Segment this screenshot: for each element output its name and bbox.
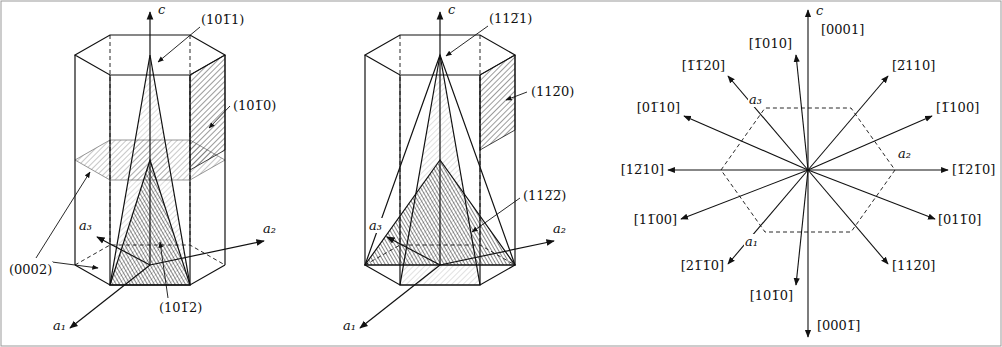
direction-index: [1̅21̅0] bbox=[951, 162, 996, 177]
plane-index: (112̅2̅) bbox=[522, 188, 567, 203]
direction-index: [2̅110] bbox=[891, 58, 936, 73]
axis-label: a₂ bbox=[897, 146, 912, 161]
plane-index: (0002) bbox=[8, 262, 53, 277]
axis-label: a₁ bbox=[52, 318, 67, 333]
direction-index: [101̅0] bbox=[749, 288, 794, 303]
axis-label: c bbox=[157, 2, 166, 17]
axis-label: a₂ bbox=[552, 221, 567, 236]
plane-index: (112̅1) bbox=[488, 11, 533, 26]
axis-label: c bbox=[447, 2, 456, 17]
direction-index: [21̅1̅0] bbox=[680, 258, 725, 273]
axis-label: a₂ bbox=[262, 221, 277, 236]
plane-index: (101̅1) bbox=[200, 12, 245, 27]
plane-index: (112̅0) bbox=[530, 84, 575, 99]
axis-label: a₁ bbox=[744, 234, 759, 249]
axis-label: a₁ bbox=[342, 318, 357, 333]
axis-label: a₃ bbox=[368, 218, 383, 233]
plane-index: (101̅2) bbox=[158, 300, 203, 315]
direction-index: [112̅0] bbox=[891, 258, 936, 273]
direction-index: [011̅0] bbox=[937, 212, 982, 227]
direction-index: [11̅00] bbox=[633, 212, 678, 227]
direction-index: [01̅10] bbox=[636, 100, 681, 115]
direction-index: [0001] bbox=[820, 22, 865, 37]
axis-label: a₃ bbox=[78, 218, 93, 233]
axis-label: c bbox=[815, 3, 824, 18]
direction-index: [1̅1̅20] bbox=[681, 58, 726, 73]
axis-label: a₃ bbox=[748, 92, 763, 107]
direction-index: [0001̅] bbox=[816, 318, 861, 333]
direction-index: [12̅10] bbox=[620, 162, 665, 177]
direction-index: [1̅100] bbox=[935, 100, 980, 115]
plane-index: (101̅0) bbox=[232, 98, 277, 113]
direction-index: [1̅010] bbox=[748, 36, 793, 51]
